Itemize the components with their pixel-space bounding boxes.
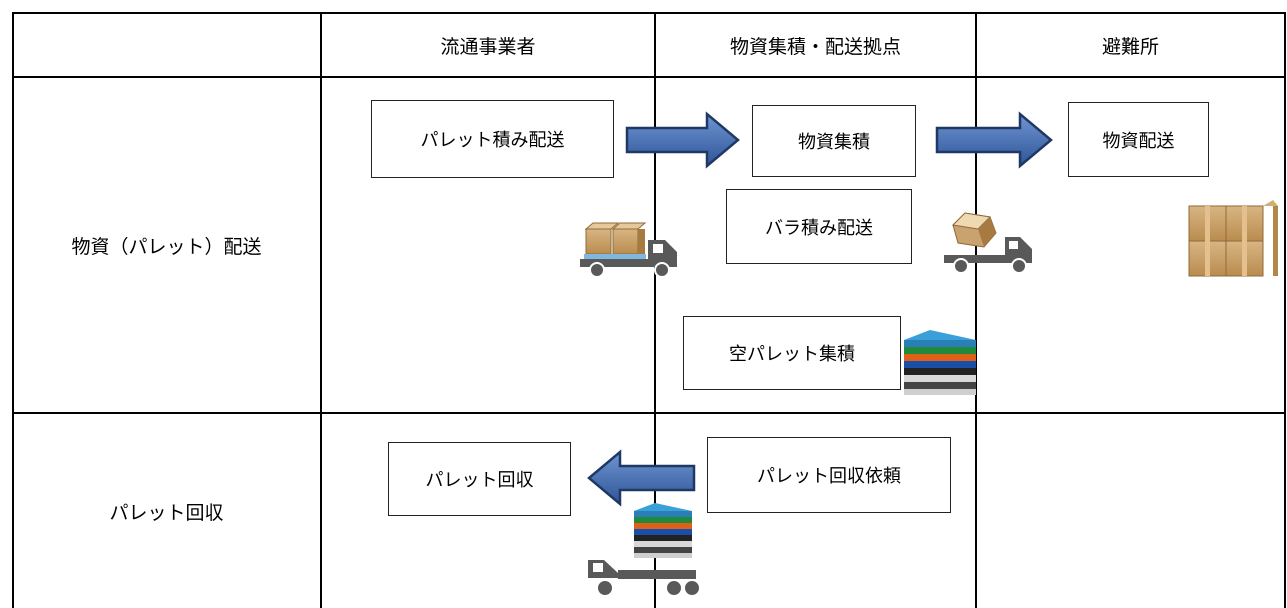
table-border-top — [12, 12, 1286, 14]
pallet-return-box: パレット回収 — [388, 442, 571, 516]
empty-pallet-collection-box: 空パレット集積 — [683, 316, 901, 390]
cardboard-boxes-icon — [1188, 200, 1278, 277]
pallet-delivery-box: パレット積み配送 — [371, 100, 614, 178]
row-label-return: パレット回収 — [109, 501, 224, 524]
truck-with-box-icon — [944, 212, 1032, 274]
supply-delivery-box: 物資配送 — [1068, 102, 1209, 177]
table-border-left — [12, 12, 14, 608]
column-divider-1 — [320, 12, 322, 608]
truck-with-pallet-boxes-icon — [580, 222, 677, 278]
stacked-pallets-icon — [904, 330, 976, 395]
row-label-delivery: 物資（パレット）配送 — [71, 235, 262, 258]
truck-with-pallets-icon — [588, 503, 701, 597]
arrow-left-icon — [587, 449, 696, 507]
table-row-divider — [12, 412, 1286, 414]
pallet-return-request-box: パレット回収依頼 — [707, 437, 951, 513]
header-hub: 物資集積・配送拠点 — [729, 35, 901, 58]
loose-delivery-box: バラ積み配送 — [726, 189, 912, 264]
column-divider-2 — [654, 12, 656, 608]
collection-box: 物資集積 — [752, 105, 916, 177]
table-border-right — [1284, 12, 1286, 608]
header-distributor: 流通事業者 — [440, 35, 536, 58]
arrow-right-icon — [625, 111, 740, 169]
table-header-divider — [12, 76, 1286, 78]
column-divider-3 — [975, 12, 977, 608]
header-shelter: 避難所 — [1101, 35, 1159, 58]
arrow-right-icon — [935, 111, 1053, 169]
